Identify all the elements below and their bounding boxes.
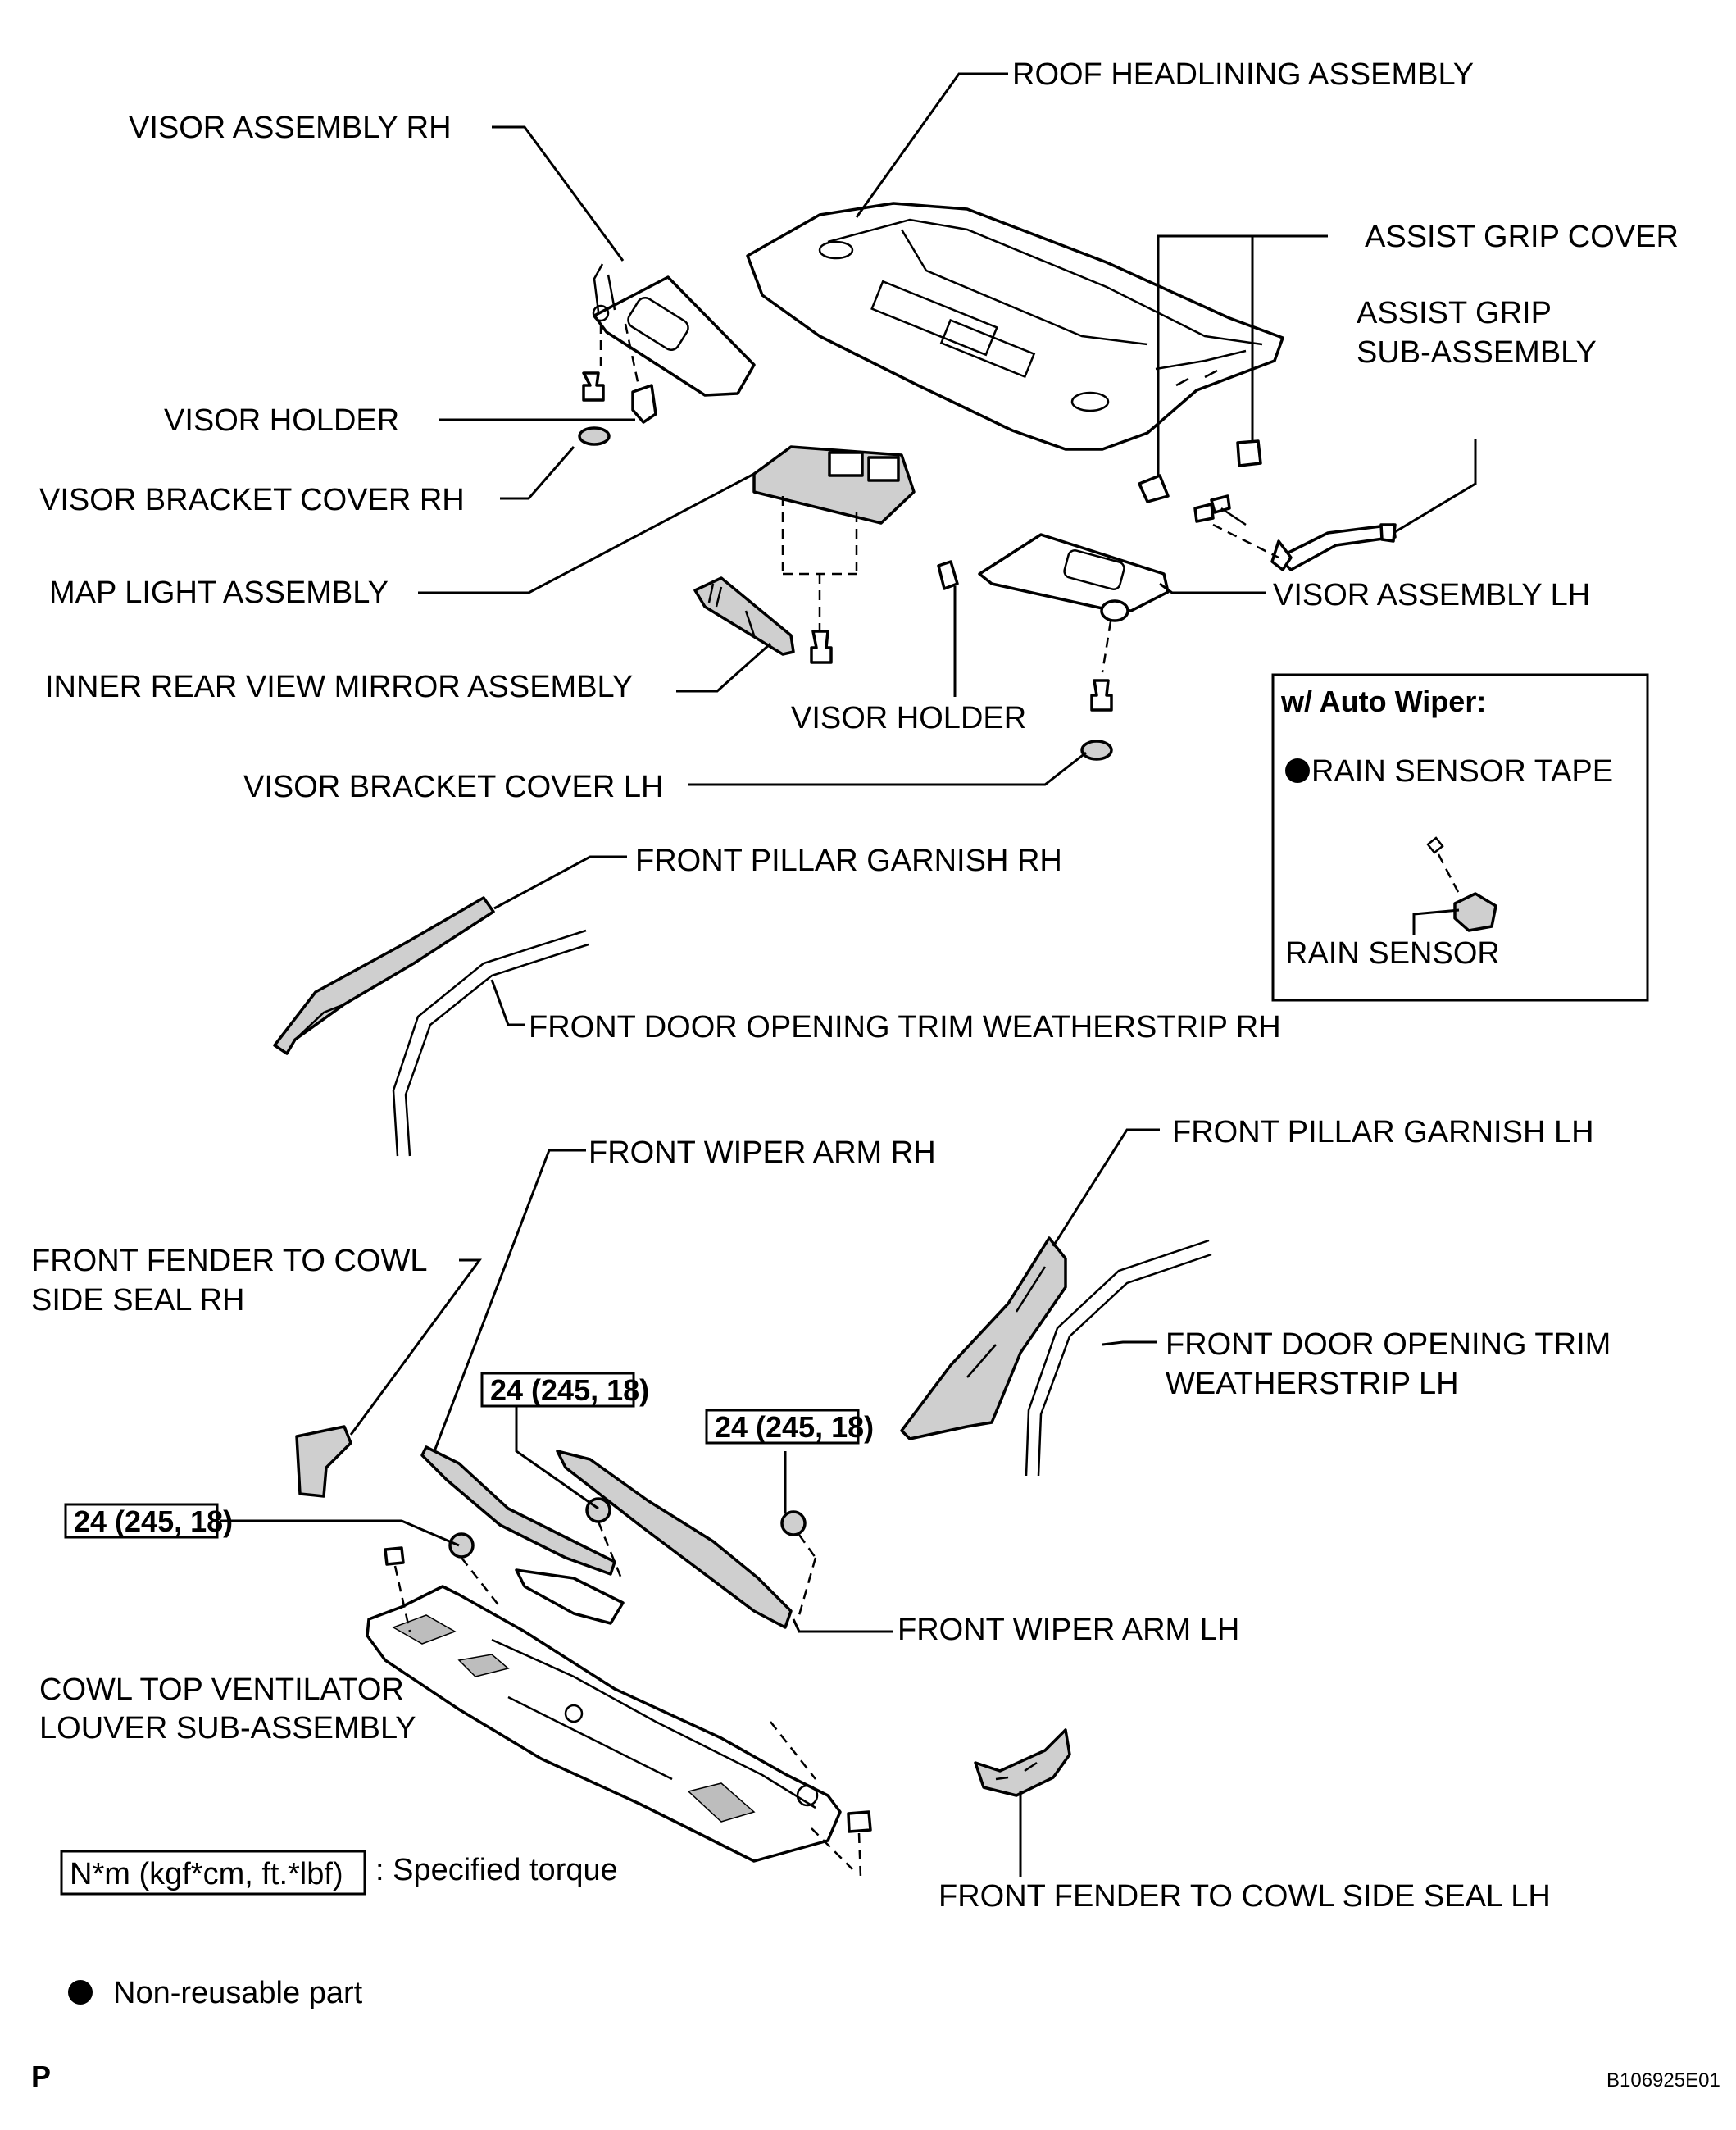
label-visor-bracket-cover-rh: VISOR BRACKET COVER RH	[39, 483, 465, 517]
label-assist-grip-sub-1: ASSIST GRIP	[1357, 296, 1552, 330]
footer: P B106925E01	[31, 2059, 1720, 2093]
label-visor-assembly-lh: VISOR ASSEMBLY LH	[1273, 578, 1590, 612]
label-map-light: MAP LIGHT ASSEMBLY	[49, 576, 389, 610]
inset-rain-sensor: RAIN SENSOR	[1285, 936, 1500, 971]
map-light-drawing	[752, 445, 916, 664]
torque-value-wiper-rh: 24 (245, 18)	[490, 1373, 649, 1407]
leader-lines	[220, 72, 1477, 1877]
auto-wiper-inset: w/ Auto Wiper: RAIN SENSOR TAPE RAIN SEN…	[1271, 673, 1649, 1002]
front-pillar-garnish-lh-drawing	[900, 1236, 1067, 1440]
non-reusable-marker-icon	[1285, 758, 1310, 783]
wiper-arm-rh-drawing	[420, 1445, 625, 1625]
label-inner-mirror: INNER REAR VIEW MIRROR ASSEMBLY	[45, 670, 633, 704]
label-roof-headlining: ROOF HEADLINING ASSEMBLY	[1012, 57, 1474, 92]
label-front-pillar-garnish-lh: FRONT PILLAR GARNISH LH	[1172, 1115, 1594, 1149]
label-visor-bracket-cover-lh: VISOR BRACKET COVER LH	[243, 770, 663, 804]
legend-non-reusable: Non-reusable part	[113, 1976, 363, 2010]
label-visor-assembly-rh: VISOR ASSEMBLY RH	[129, 111, 452, 145]
fender-seal-rh-drawing	[295, 1425, 352, 1498]
label-fender-seal-lh: FRONT FENDER TO COWL SIDE SEAL LH	[938, 1879, 1551, 1914]
legend-non-reusable-icon	[68, 1980, 93, 2005]
label-cowl-louver-1: COWL TOP VENTILATOR	[39, 1673, 404, 1707]
label-front-wiper-arm-lh: FRONT WIPER ARM LH	[898, 1613, 1239, 1647]
label-front-wiper-arm-rh: FRONT WIPER ARM RH	[589, 1136, 936, 1170]
visor-lh-drawing	[937, 533, 1170, 761]
label-fender-seal-rh-2: SIDE SEAL RH	[31, 1283, 244, 1318]
wiper-arm-lh-drawing	[556, 1450, 817, 1629]
labels: ROOF HEADLINING ASSEMBLY VISOR ASSEMBLY …	[31, 57, 1679, 1914]
fender-seal-lh-drawing	[974, 1728, 1071, 1797]
label-door-weatherstrip-lh-1: FRONT DOOR OPENING TRIM	[1166, 1327, 1611, 1362]
label-cowl-louver-2: LOUVER SUB-ASSEMBLY	[39, 1711, 416, 1745]
label-door-weatherstrip-lh-2: WEATHERSTRIP LH	[1166, 1367, 1459, 1401]
inner-mirror-drawing	[693, 576, 795, 656]
section-code: P	[31, 2059, 51, 2093]
label-door-weatherstrip-rh: FRONT DOOR OPENING TRIM WEATHERSTRIP RH	[529, 1010, 1281, 1045]
legend: N*m (kgf*cm, ft.*lbf) : Specified torque…	[60, 1850, 618, 2010]
torque-value-wiper-lh: 24 (245, 18)	[715, 1410, 874, 1444]
front-pillar-garnish-rh-drawing	[273, 896, 495, 1055]
label-visor-holder-top: VISOR HOLDER	[164, 403, 399, 438]
inset-title: w/ Auto Wiper:	[1280, 685, 1486, 718]
figure-id: B106925E01	[1606, 2069, 1720, 2091]
assist-grip-drawing	[1138, 439, 1397, 571]
visor-rh-drawing	[578, 263, 756, 446]
label-front-pillar-garnish-rh: FRONT PILLAR GARNISH RH	[635, 844, 1062, 878]
roof-headlining-drawing	[746, 202, 1284, 451]
legend-torque-unit: N*m (kgf*cm, ft.*lbf)	[70, 1857, 343, 1891]
door-weatherstrip-lh-drawing	[1025, 1239, 1212, 1477]
label-visor-holder-bottom: VISOR HOLDER	[791, 701, 1026, 735]
door-weatherstrip-rh-drawing	[392, 929, 589, 1157]
cowl-louver-drawing	[366, 1546, 872, 1878]
legend-torque-desc: : Specified torque	[375, 1853, 618, 1887]
inset-rain-sensor-tape: RAIN SENSOR TAPE	[1311, 754, 1613, 789]
label-fender-seal-rh-1: FRONT FENDER TO COWL	[31, 1244, 427, 1278]
label-assist-grip-sub-2: SUB-ASSEMBLY	[1357, 335, 1597, 370]
torque-value-pivot: 24 (245, 18)	[74, 1504, 233, 1538]
label-assist-grip-cover: ASSIST GRIP COVER	[1365, 220, 1679, 254]
torque-specs: 24 (245, 18) 24 (245, 18) 24 (245, 18)	[64, 1372, 874, 1539]
